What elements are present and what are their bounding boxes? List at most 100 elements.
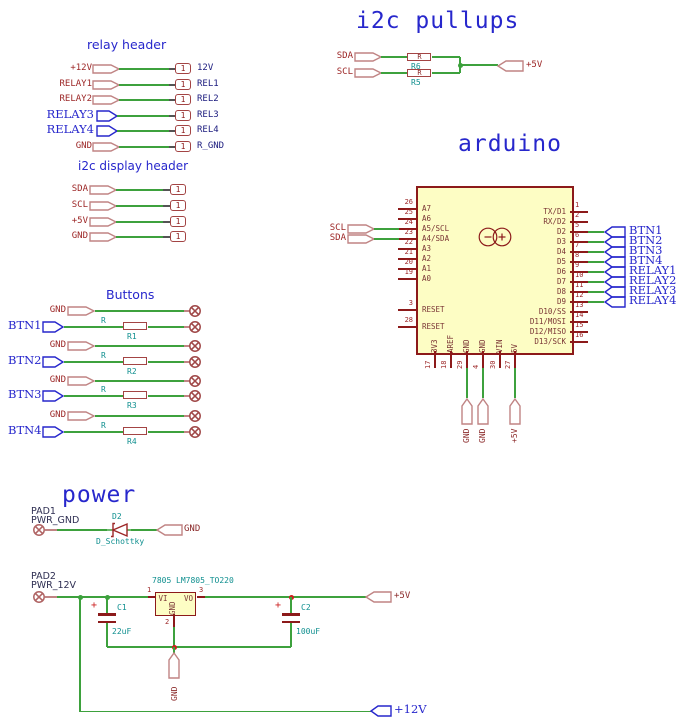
net-tag-right-icon[interactable]: [354, 68, 383, 78]
connector-pin[interactable]: 1: [175, 125, 191, 136]
connector-pin[interactable]: 1: [170, 200, 186, 211]
net-tag-right-icon[interactable]: [89, 232, 118, 242]
net-label[interactable]: SCL: [71, 200, 88, 210]
connector-pin[interactable]: 1: [175, 110, 191, 121]
resistor[interactable]: [407, 52, 431, 61]
net-tag-right-icon[interactable]: [92, 80, 121, 90]
net-label[interactable]: BTN1: [629, 223, 663, 237]
net-label[interactable]: GND: [75, 141, 92, 151]
connector-pin[interactable]: 1: [170, 216, 186, 227]
net-tag-up-icon[interactable]: [509, 397, 521, 425]
connector-pin[interactable]: 1: [170, 184, 186, 195]
connector-pin[interactable]: 1: [175, 141, 191, 152]
net-tag-right-icon[interactable]: [42, 321, 65, 333]
net-tag-left-icon[interactable]: [603, 256, 626, 268]
ic-body[interactable]: [416, 186, 574, 355]
net-tag-left-icon[interactable]: [603, 276, 626, 288]
net-tag-right-icon[interactable]: [89, 217, 118, 227]
net-label[interactable]: RELAY2: [59, 94, 92, 104]
net-tag-left-icon[interactable]: [496, 60, 524, 72]
net-tag-right-icon[interactable]: [42, 356, 65, 368]
connector-pin[interactable]: 1: [175, 63, 191, 74]
net-label[interactable]: GND: [184, 524, 201, 534]
net-tag-right-icon[interactable]: [67, 376, 96, 386]
net-label[interactable]: SDA: [71, 184, 88, 194]
net-label[interactable]: RELAY3: [46, 107, 94, 121]
capacitor[interactable]: [282, 620, 300, 624]
net-tag-left-icon[interactable]: [369, 705, 392, 717]
solder-pad-icon[interactable]: [188, 409, 202, 423]
net-label[interactable]: +12V: [70, 63, 92, 73]
net-tag-right-icon[interactable]: [89, 185, 118, 195]
net-label[interactable]: GND: [49, 305, 66, 315]
solder-pad-icon[interactable]: [32, 590, 46, 604]
net-label[interactable]: GND: [49, 410, 66, 420]
capacitor[interactable]: [282, 613, 300, 616]
net-label[interactable]: BTN3: [629, 243, 663, 257]
solder-pad-icon[interactable]: [188, 304, 202, 318]
net-label[interactable]: +5V: [71, 216, 88, 226]
resistor[interactable]: [123, 427, 147, 435]
net-label[interactable]: BTN3: [8, 387, 42, 401]
net-tag-right-icon[interactable]: [92, 142, 121, 152]
net-tag-up-icon[interactable]: [168, 651, 180, 679]
net-label[interactable]: SCL: [336, 67, 353, 77]
capacitor[interactable]: [98, 620, 116, 624]
solder-pad-icon[interactable]: [188, 389, 202, 403]
net-label[interactable]: RELAY4: [46, 122, 94, 136]
resistor[interactable]: [123, 357, 147, 365]
connector-pin[interactable]: 1: [170, 231, 186, 242]
net-tag-left-icon[interactable]: [603, 286, 626, 298]
connector-pin[interactable]: 1: [175, 94, 191, 105]
net-tag-left-icon[interactable]: [603, 296, 626, 308]
net-tag-right-icon[interactable]: [347, 234, 376, 244]
solder-pad-icon[interactable]: [188, 320, 202, 334]
net-label[interactable]: BTN4: [8, 423, 42, 437]
net-label[interactable]: GND: [462, 428, 471, 443]
net-tag-right-icon[interactable]: [67, 411, 96, 421]
solder-pad-icon[interactable]: [188, 355, 202, 369]
net-tag-right-icon[interactable]: [96, 125, 119, 137]
net-tag-left-icon[interactable]: [364, 591, 392, 603]
net-label[interactable]: BTN2: [8, 353, 42, 367]
net-tag-left-icon[interactable]: [603, 266, 626, 278]
net-tag-right-icon[interactable]: [89, 201, 118, 211]
net-tag-right-icon[interactable]: [347, 224, 376, 234]
net-label[interactable]: GND: [71, 231, 88, 241]
net-tag-right-icon[interactable]: [92, 95, 121, 105]
net-label[interactable]: +5V: [510, 428, 519, 443]
net-tag-up-icon[interactable]: [477, 397, 489, 425]
solder-pad-icon[interactable]: [32, 523, 46, 537]
resistor[interactable]: [407, 68, 431, 77]
net-label[interactable]: +12V: [394, 702, 427, 716]
capacitor[interactable]: [98, 613, 116, 616]
connector-pin[interactable]: 1: [175, 79, 191, 90]
net-tag-right-icon[interactable]: [42, 426, 65, 438]
net-tag-left-icon[interactable]: [603, 226, 626, 238]
net-tag-right-icon[interactable]: [42, 390, 65, 402]
net-tag-left-icon[interactable]: [603, 236, 626, 248]
net-label[interactable]: SDA: [336, 51, 353, 61]
net-label[interactable]: GND: [169, 686, 179, 701]
net-tag-right-icon[interactable]: [96, 110, 119, 122]
net-label[interactable]: GND: [478, 428, 487, 443]
solder-pad-icon[interactable]: [188, 425, 202, 439]
net-tag-right-icon[interactable]: [67, 306, 96, 316]
net-label[interactable]: BTN2: [629, 233, 663, 247]
solder-pad-icon[interactable]: [188, 374, 202, 388]
net-tag-right-icon[interactable]: [354, 52, 383, 62]
regulator-body[interactable]: [155, 592, 196, 616]
net-label[interactable]: GND: [49, 375, 66, 385]
net-tag-right-icon[interactable]: [92, 64, 121, 74]
net-label[interactable]: GND: [49, 340, 66, 350]
net-label[interactable]: +5V: [526, 60, 543, 70]
net-label[interactable]: +5V: [394, 591, 411, 601]
schottky-diode-icon[interactable]: [107, 521, 131, 539]
net-tag-left-icon[interactable]: [603, 246, 626, 258]
net-label[interactable]: RELAY1: [59, 79, 92, 89]
net-label[interactable]: BTN1: [8, 318, 42, 332]
net-label[interactable]: BTN4: [629, 253, 663, 267]
net-tag-left-icon[interactable]: [155, 524, 183, 536]
net-label[interactable]: RELAY3: [629, 283, 677, 297]
net-label[interactable]: RELAY1: [629, 263, 677, 277]
